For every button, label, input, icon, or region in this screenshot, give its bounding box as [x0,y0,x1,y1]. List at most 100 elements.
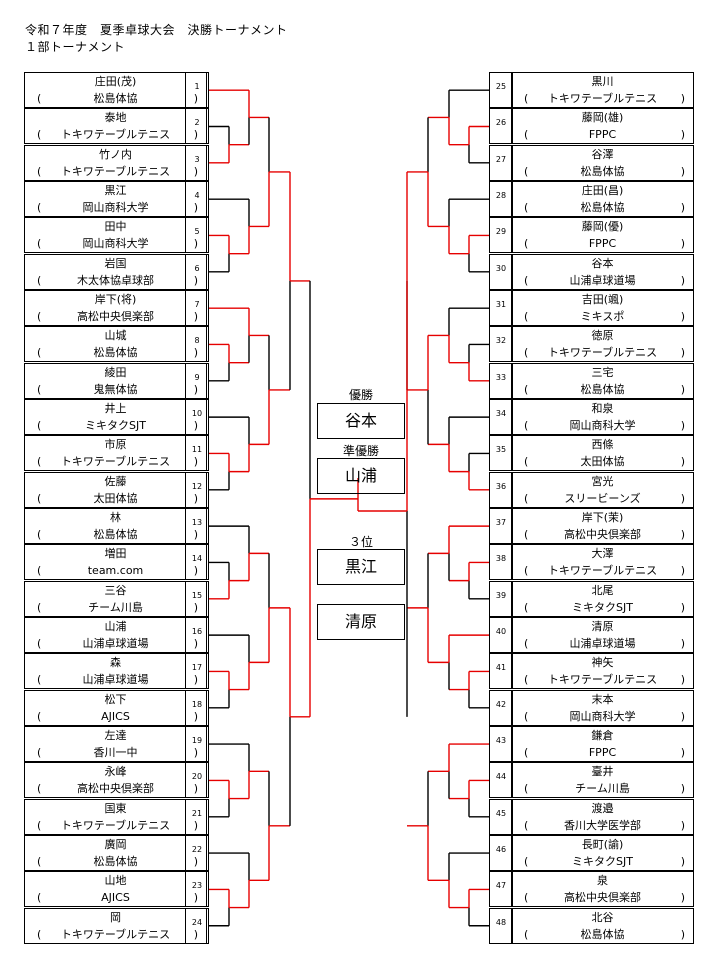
player-entry-11: 市原トキワテーブルテニス [24,435,207,472]
player-name: 藤岡(雄) [581,111,624,125]
seed-slot-22: 22 [185,834,209,871]
player-team: 松島体協 [25,853,206,870]
player-team: 香川一中 [25,744,206,761]
player-name: 北谷 [591,910,614,924]
seed-slot-26: 26 [489,108,513,145]
seed-number: 44 [495,772,507,782]
seed-number: 42 [495,699,507,709]
player-entry-14: 増田team.com [24,544,207,581]
player-entry-31: 吉田(颯)ミキスポ [511,289,694,326]
player-team: 山浦卓球道場 [512,272,693,289]
player-name: 臺井 [591,765,614,779]
player-entry-26: 藤岡(雄)FPPC [511,108,694,145]
player-entry-33: 三宅松島体協 [511,362,694,399]
seed-slot-16: 16 [185,616,209,653]
player-entry-16: 山浦山浦卓球道場 [24,616,207,653]
player-entry-12: 佐藤太田体協 [24,471,207,508]
player-name: 森 [110,656,121,670]
player-team: トキワテーブルテニス [512,90,693,107]
player-name: 西條 [591,438,614,452]
seed-slot-4: 4 [185,180,209,217]
seed-number: 32 [495,336,507,346]
player-name: 庄田(昌) [581,183,624,197]
seed-slot-34: 34 [489,398,513,435]
player-team: 高松中央倶楽部 [512,526,693,543]
seed-slot-41: 41 [489,653,513,690]
seed-slot-39: 39 [489,580,513,617]
player-name: 北尾 [591,583,614,597]
seed-number: 45 [495,808,507,818]
seed-number: 27 [495,154,507,164]
seed-number: 9 [194,372,200,382]
seed-slot-21: 21 [185,798,209,835]
seed-number: 47 [495,881,507,891]
seed-number: 40 [495,626,507,636]
player-entry-22: 廣岡松島体協 [24,834,207,871]
player-entry-35: 西條太田体協 [511,435,694,472]
page-subtitle: １部トーナメント [25,40,126,54]
player-entry-37: 岸下(茉)高松中央倶楽部 [511,507,694,544]
seed-slot-10: 10 [185,398,209,435]
player-team: 松島体協 [512,163,693,180]
seed-number: 35 [495,445,507,455]
player-team: ミキスポ [512,308,693,325]
player-name: 和泉 [591,401,614,415]
player-name: 神矢 [591,656,614,670]
seed-slot-20: 20 [185,762,209,799]
seed-number: 8 [194,336,200,346]
player-name: 長町(諭) [581,837,624,851]
player-entry-46: 長町(諭)ミキタクSJT [511,834,694,871]
seed-slot-25: 25 [489,72,513,108]
seed-slot-36: 36 [489,471,513,508]
seed-slot-38: 38 [489,544,513,581]
seed-number: 13 [191,517,203,527]
third-place-label: ３位 [348,535,373,549]
seed-slot-31: 31 [489,289,513,326]
player-entry-5: 田中岡山商科大学 [24,217,207,254]
player-name: 左達 [104,728,127,742]
player-entry-41: 神矢トキワテーブルテニス [511,653,694,690]
player-name: 三宅 [591,365,614,379]
seed-slot-2: 2 [185,108,209,145]
page-title: 令和７年度 夏季卓球大会 決勝トーナメント [25,23,288,37]
player-name: 岸下(将) [94,292,137,306]
player-entry-43: 鎌倉FPPC [511,725,694,762]
player-team: 岡山商科大学 [25,199,206,216]
seed-slot-15: 15 [185,580,209,617]
seed-slot-19: 19 [185,725,209,762]
seed-number: 16 [191,626,203,636]
player-team: 岡山商科大学 [512,708,693,725]
player-team: トキワテーブルテニス [25,126,206,143]
seed-number: 15 [191,590,203,600]
player-name: 谷澤 [591,147,614,161]
seed-number: 43 [495,735,507,745]
player-entry-19: 左達香川一中 [24,725,207,762]
seed-slot-28: 28 [489,180,513,217]
seed-number: 14 [191,554,203,564]
player-name: 市原 [104,438,127,452]
seed-slot-46: 46 [489,834,513,871]
player-entry-36: 宮光スリービーンズ [511,471,694,508]
seed-number: 31 [495,299,507,309]
player-entry-7: 岸下(将)高松中央倶楽部 [24,289,207,326]
player-name: 永峰 [104,765,127,779]
player-team: AJICS [25,889,206,906]
player-entry-27: 谷澤松島体協 [511,144,694,181]
player-name: 岡 [110,910,121,924]
player-name: 庄田(茂) [94,75,137,88]
seed-slot-40: 40 [489,616,513,653]
player-team: 岡山商科大学 [512,417,693,434]
champion-label: 優勝 [348,388,373,402]
player-name: 末本 [591,692,614,706]
player-entry-29: 藤岡(優)FPPC [511,217,694,254]
player-name: 田中 [104,220,127,234]
player-entry-28: 庄田(昌)松島体協 [511,180,694,217]
player-name: 谷本 [591,256,614,270]
seed-slot-18: 18 [185,689,209,726]
player-name: 宮光 [591,474,614,488]
player-team: 太田体協 [512,453,693,470]
player-entry-20: 永峰高松中央倶楽部 [24,762,207,799]
player-name: 大澤 [591,547,614,561]
seed-number: 4 [194,190,200,200]
